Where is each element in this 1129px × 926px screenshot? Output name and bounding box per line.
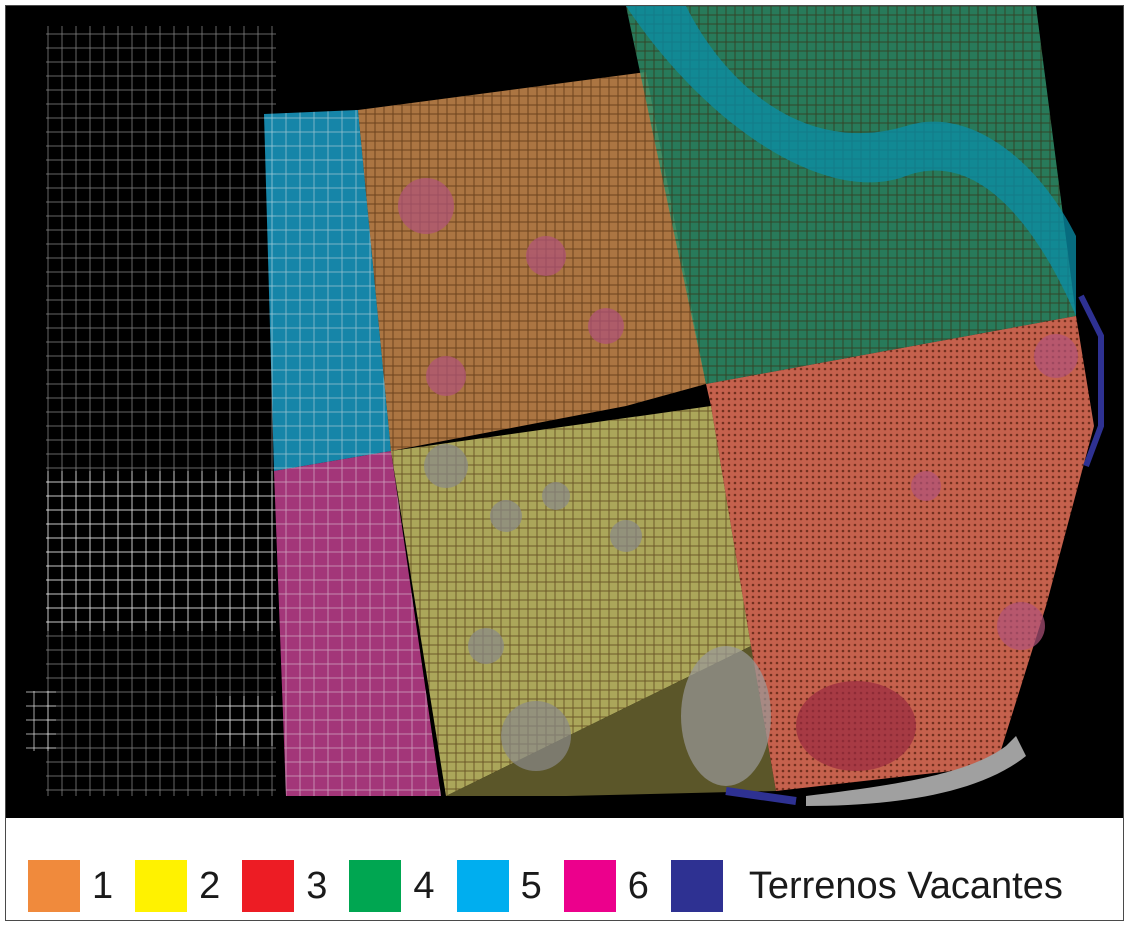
legend-label: Terrenos Vacantes — [748, 865, 1063, 907]
legend-item: 1 — [28, 860, 113, 912]
legend-label: 5 — [520, 865, 542, 907]
legend-swatch — [670, 860, 723, 912]
legend-label: 2 — [199, 865, 221, 907]
vacant-edge-south — [725, 787, 797, 805]
dense-blocks-west — [26, 471, 286, 751]
legend-swatch — [242, 860, 295, 912]
vacant-land-patches — [424, 444, 771, 786]
legend: 1 2 3 4 5 6 Terrenos Vacantes — [28, 858, 1085, 914]
legend-item: 4 — [349, 860, 435, 912]
legend-item: 3 — [242, 860, 327, 912]
texture-zone-3 — [706, 316, 1094, 791]
legend-item: 6 — [563, 860, 649, 912]
legend-swatch — [563, 860, 616, 912]
parcel-linework-west — [46, 26, 276, 796]
vacant-edge-east — [1078, 294, 1104, 468]
legend-label: 3 — [306, 865, 328, 907]
legend-swatch — [349, 860, 402, 912]
legend-label: 6 — [627, 865, 649, 907]
legend-swatch — [28, 860, 80, 912]
texture-zone-5 — [264, 110, 391, 471]
legend-item: 2 — [135, 860, 220, 912]
legend-item: 5 — [456, 860, 542, 912]
south-river-bank — [806, 736, 1026, 806]
river-band — [626, 6, 1076, 316]
texture-zone-2 — [391, 406, 751, 796]
legend-item: Terrenos Vacantes — [670, 860, 1063, 912]
texture-zone-6 — [274, 451, 441, 796]
urban-zoning-map — [6, 6, 1123, 818]
legend-swatch — [456, 860, 509, 912]
legend-label: 4 — [413, 865, 435, 907]
legend-swatch — [135, 860, 188, 912]
magenta-patches — [398, 178, 1078, 771]
legend-label: 1 — [92, 865, 114, 907]
